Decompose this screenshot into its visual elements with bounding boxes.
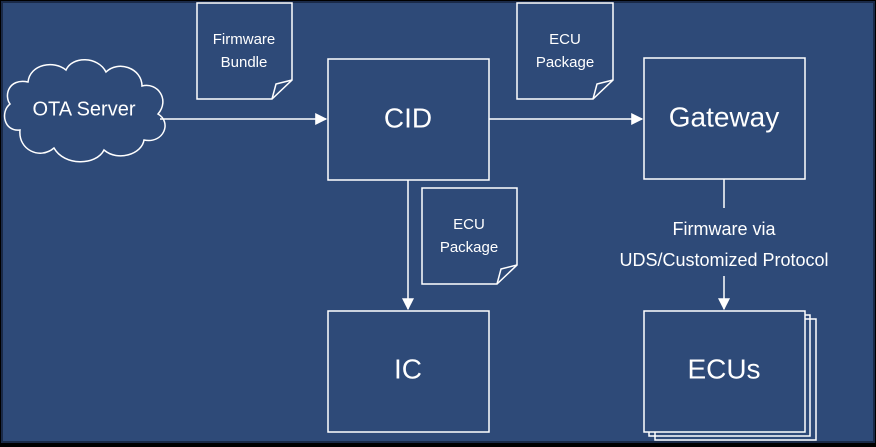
ecu-package-document-top: ECU Package xyxy=(516,2,614,100)
ecu-package-top-line1: ECU xyxy=(549,31,581,48)
gateway-label: Gateway xyxy=(669,101,780,132)
firmware-bundle-line2: Bundle xyxy=(221,54,268,71)
ecu-package-top-line2: Package xyxy=(536,54,594,71)
cid-label: CID xyxy=(384,102,432,133)
ecu-package-document-middle: ECU Package xyxy=(421,187,518,285)
edge-label-line2: UDS/Customized Protocol xyxy=(619,250,828,270)
edge-label-line1: Firmware via xyxy=(672,219,776,239)
ota-server-cloud: OTA Server xyxy=(3,59,166,163)
firmware-bundle-document: Firmware Bundle xyxy=(196,2,293,100)
ic-label: IC xyxy=(394,353,422,384)
ecus-node: ECUs xyxy=(643,310,817,441)
ecu-package-middle-line1: ECU xyxy=(453,216,485,233)
ecus-label: ECUs xyxy=(687,353,760,384)
ic-node: IC xyxy=(327,310,490,433)
ota-server-label: OTA Server xyxy=(33,98,136,120)
firmware-bundle-line1: Firmware xyxy=(213,31,276,48)
ecu-package-middle-line2: Package xyxy=(440,239,498,256)
